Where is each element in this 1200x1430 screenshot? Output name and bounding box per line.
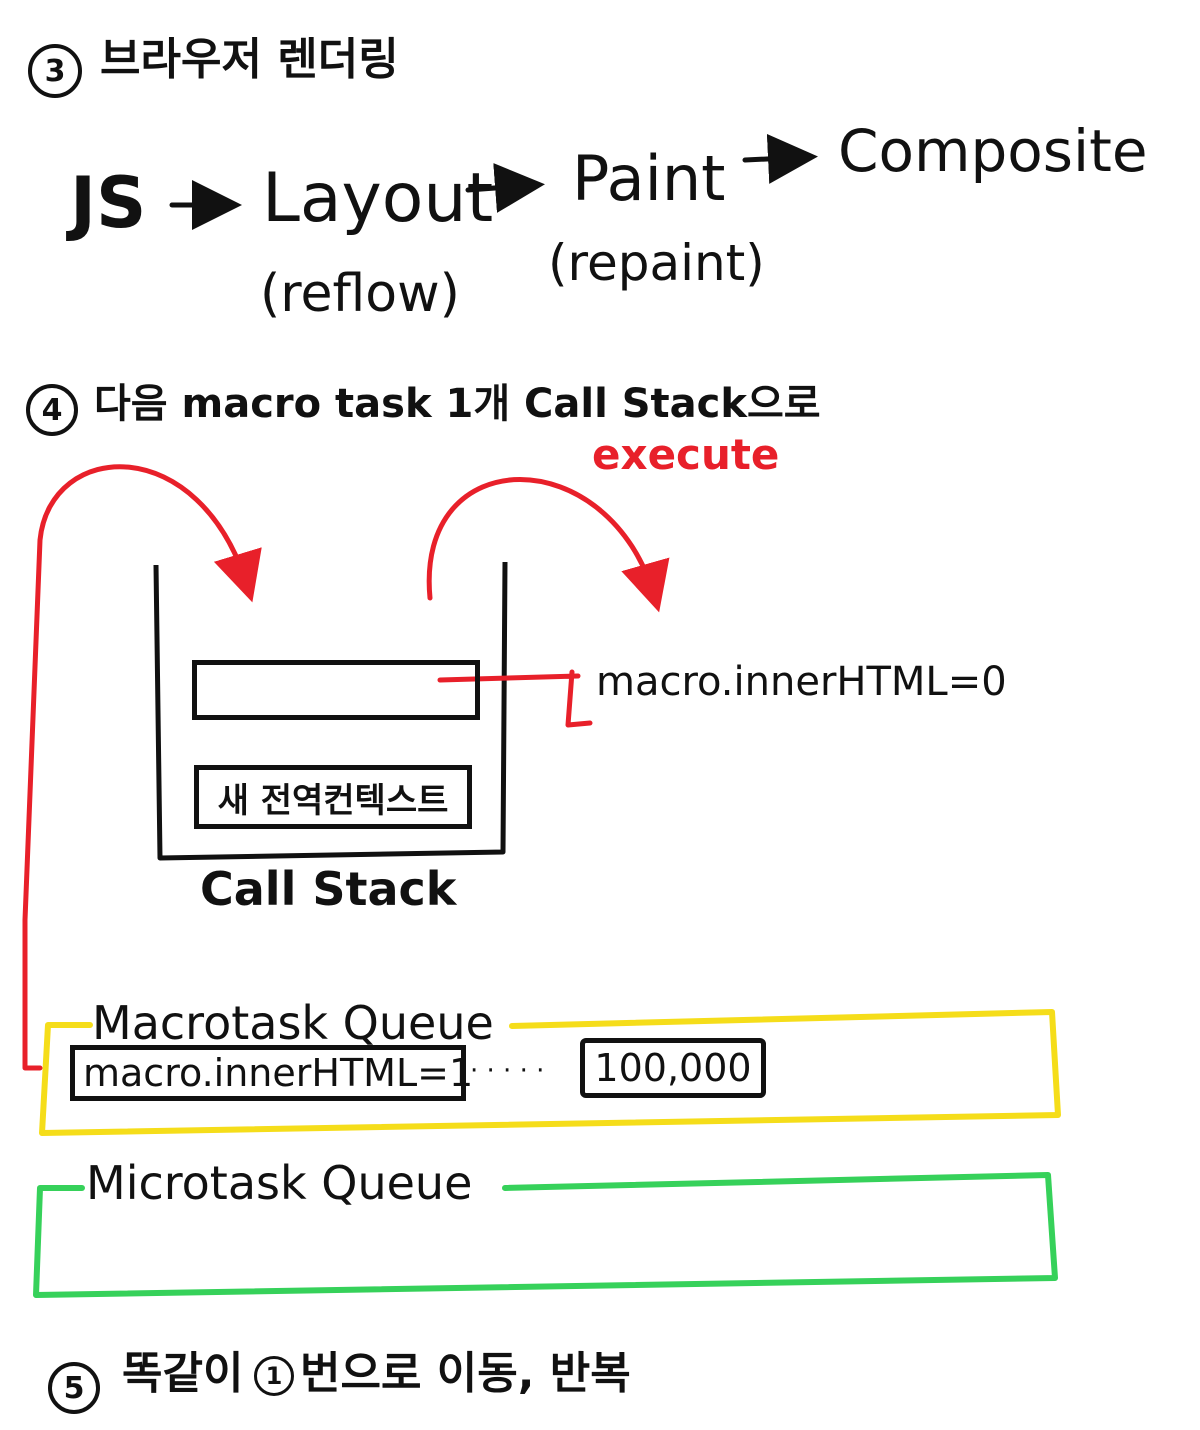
annotation-connector [437,669,593,728]
call-stack-label: Call Stack [200,862,457,916]
section-5-title-pre: 똑같이 [122,1348,244,1399]
section-5-number: 5 [48,1362,100,1414]
macrotask-ellipsis: · · · · · [470,1056,545,1086]
microtask-queue-frame [33,1172,1058,1298]
section-4-number: 4 [26,384,78,436]
call-stack-annotation: macro.innerHTML=0 [596,659,1007,705]
pipeline-paint: Paint [572,142,726,215]
call-stack-frame-top [192,660,480,720]
macrotask-queue-frame [39,1009,1061,1136]
macrotask-item-first: macro.innerHTML=1 [70,1045,473,1101]
macrotask-item-last: 100,000 [580,1038,766,1098]
pipeline-layout-note: (reflow) [260,264,460,324]
pipeline-js: JS [70,162,147,244]
call-stack-frame-global: 새 전역컨텍스트 [194,765,472,829]
section-4-number-text: 4 [41,392,63,428]
microtask-queue-label: Microtask Queue [86,1156,473,1210]
arrow-layout-to-paint [465,163,545,213]
section-5-title-post: 번으로 이동, 반복 [300,1348,631,1399]
section-3-title: 브라우저 렌더링 [100,34,399,85]
section-5-ref-number: 1 [254,1356,294,1396]
section-5-ref-number-text: 1 [265,1362,283,1390]
macrotask-item-first-text: macro.innerHTML=1 [83,1051,474,1095]
arrow-execute [426,477,670,613]
arrow-queue-to-stack [22,464,262,1071]
section-4-title: 다음 macro task 1개 Call Stack으로 [94,381,821,427]
macrotask-queue-label: Macrotask Queue [92,996,494,1050]
section-5-number-text: 5 [63,1370,85,1406]
arrow-paint-to-composite [742,133,818,184]
pipeline-composite: Composite [838,117,1148,185]
execute-label: execute [592,430,780,479]
call-stack-container [153,561,508,861]
pipeline-layout: Layout [262,159,494,238]
pipeline-paint-note: (repaint) [548,234,765,292]
macrotask-item-last-text: 100,000 [594,1046,752,1090]
call-stack-frame-global-text: 새 전역컨텍스트 [217,780,449,821]
section-3-number-text: 3 [44,53,66,89]
section-3-number: 3 [28,44,82,98]
